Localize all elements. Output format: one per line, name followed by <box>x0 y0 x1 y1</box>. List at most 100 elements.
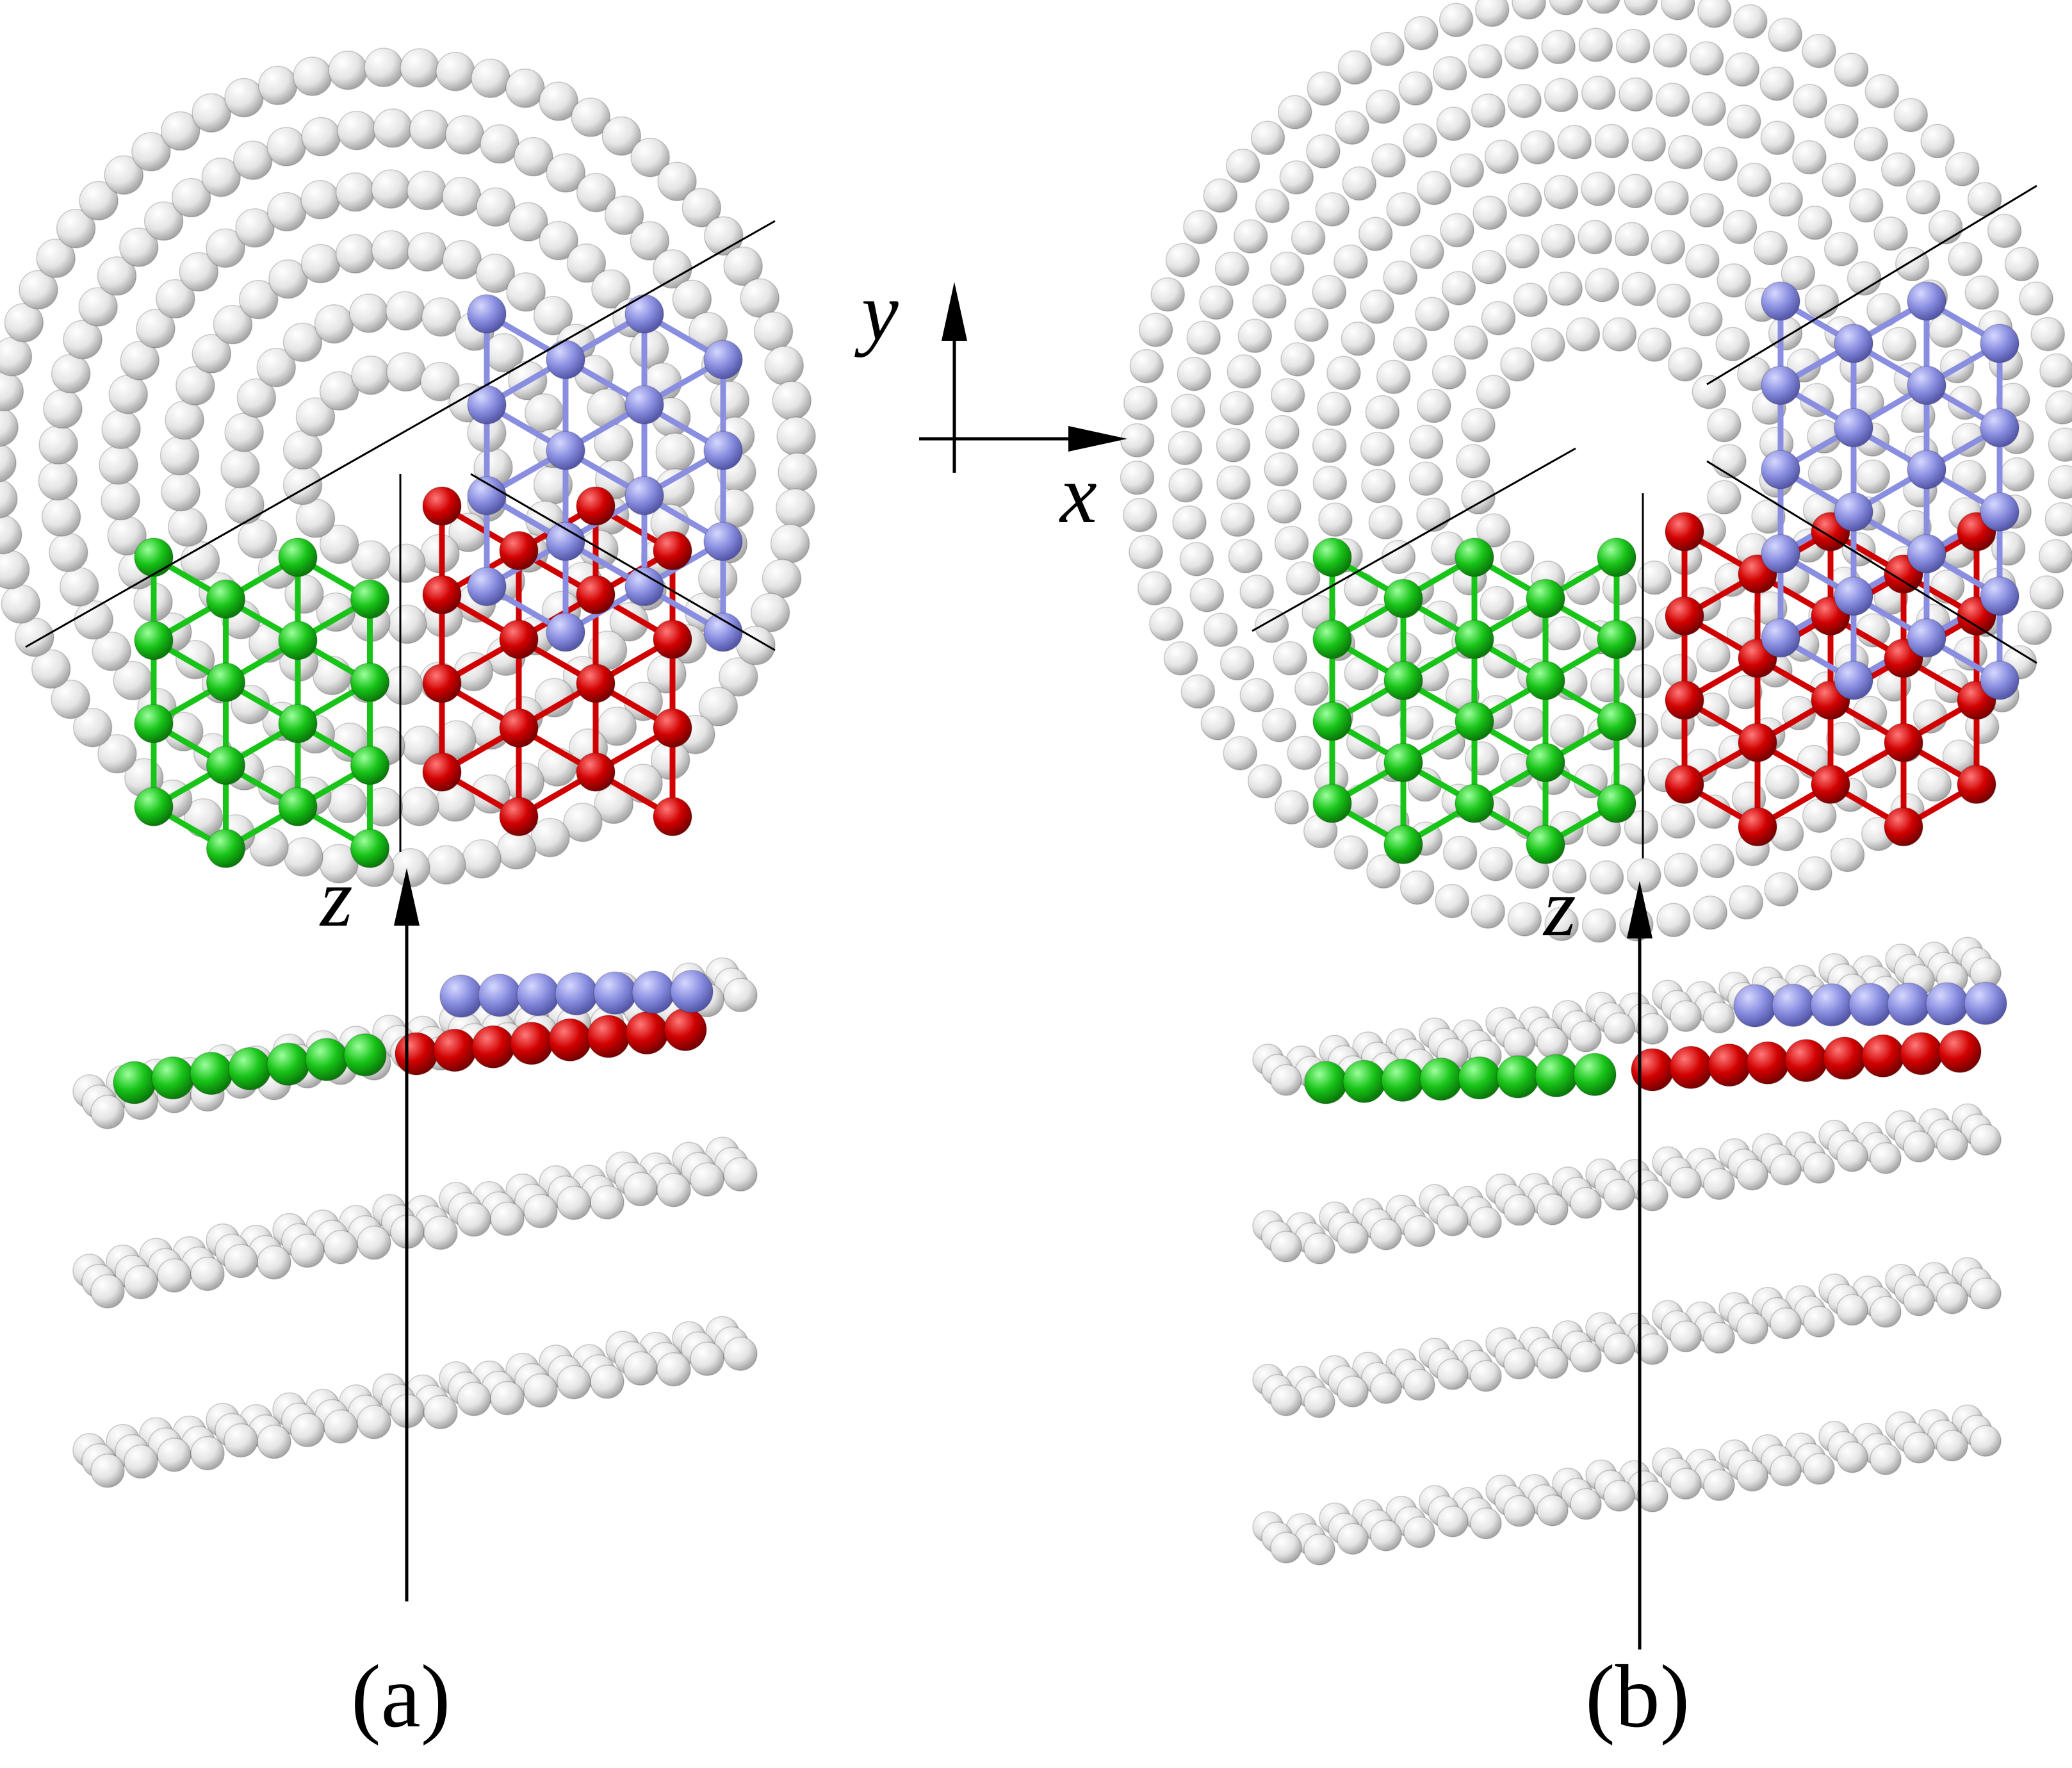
white-atom <box>1581 908 1617 943</box>
white-atom <box>1945 152 1980 186</box>
white-atom <box>1570 1020 1602 1052</box>
white-atom <box>290 1412 325 1448</box>
blue-atom <box>1834 660 1873 700</box>
white-atom <box>776 488 815 528</box>
white-atom <box>1770 1154 1802 1186</box>
white-atom <box>1970 1124 2002 1156</box>
white-atom <box>1854 127 1888 161</box>
green-atom <box>1455 619 1494 659</box>
white-atom <box>1370 31 1405 67</box>
white-atom <box>0 514 22 555</box>
blue-atom <box>1834 492 1873 532</box>
white-atom <box>1661 804 1695 839</box>
red-atom <box>1738 723 1777 762</box>
white-atom <box>314 304 354 344</box>
white-atom <box>1370 1218 1402 1250</box>
panel-label-b: (b) <box>1585 1647 1690 1746</box>
blue-atom <box>1907 450 1946 489</box>
white-atom <box>1168 468 1203 503</box>
white-atom <box>1503 1194 1535 1226</box>
white-atom <box>249 827 289 867</box>
white-atom <box>1615 29 1651 63</box>
white-atom <box>1371 143 1406 178</box>
white-atom <box>1781 256 1816 291</box>
white-atom <box>690 1341 724 1376</box>
white-atom <box>1770 1307 1802 1339</box>
white-atom <box>1765 764 1800 799</box>
white-atom <box>1239 574 1275 609</box>
white-atom <box>301 117 341 157</box>
white-atom <box>1697 0 1732 28</box>
white-atom <box>740 278 779 318</box>
white-atom <box>1836 1140 1868 1172</box>
white-atom <box>630 221 670 261</box>
white-atom <box>657 1172 691 1207</box>
white-atom <box>778 452 817 492</box>
red-atom <box>471 1025 515 1068</box>
white-atom <box>1267 489 1301 524</box>
white-atom <box>284 837 323 877</box>
white-atom <box>772 381 812 421</box>
red-atom <box>1665 764 1704 805</box>
white-atom <box>97 256 137 296</box>
white-atom <box>257 1245 291 1280</box>
white-atom <box>1472 250 1506 284</box>
white-atom <box>1476 513 1511 548</box>
green-atom <box>1381 1058 1424 1102</box>
white-atom <box>90 1453 125 1488</box>
white-atom <box>1287 735 1321 771</box>
white-atom <box>1715 327 1750 361</box>
green-atom <box>1312 537 1352 577</box>
white-atom <box>1637 327 1672 362</box>
white-atom <box>157 1258 192 1293</box>
white-atom <box>609 602 649 642</box>
white-atom <box>604 195 644 235</box>
white-atom <box>629 329 669 369</box>
white-atom <box>690 1162 724 1197</box>
white-atom <box>1214 251 1250 286</box>
green-atom <box>278 703 318 744</box>
white-atom <box>563 802 603 842</box>
white-atom <box>1464 741 1499 776</box>
white-atom <box>1537 1494 1569 1527</box>
white-atom <box>1177 356 1212 391</box>
white-atom <box>623 1351 658 1386</box>
blue-atom <box>1980 660 2019 700</box>
white-atom <box>1227 354 1262 389</box>
white-atom <box>1717 263 1751 298</box>
white-atom <box>1856 459 1891 494</box>
white-atom <box>1442 835 1478 871</box>
white-atom <box>335 172 375 212</box>
white-atom <box>1203 612 1238 648</box>
white-atom <box>1692 92 1726 126</box>
white-atom <box>1403 1369 1435 1401</box>
white-atom <box>509 202 548 241</box>
white-atom <box>1728 675 1763 710</box>
green-atom <box>1419 1057 1463 1101</box>
blue-atom <box>1810 983 1854 1027</box>
blue-atom <box>624 566 664 607</box>
white-atom <box>131 132 171 172</box>
green-atom <box>1535 1054 1578 1097</box>
colored-atoms <box>113 281 2019 1104</box>
red-atom <box>433 1028 477 1072</box>
white-atom <box>1807 456 1843 491</box>
white-atom <box>1804 284 1840 319</box>
blue-atom <box>1980 323 2019 363</box>
green-atom <box>228 1047 272 1091</box>
white-atom <box>1847 261 1882 296</box>
white-atom <box>1360 290 1394 324</box>
red-atom <box>1665 596 1704 636</box>
white-atom <box>601 116 642 156</box>
white-atom <box>1432 56 1467 91</box>
white-atom <box>1685 243 1720 279</box>
white-atom <box>386 543 426 584</box>
green-atom <box>278 537 318 577</box>
white-atom <box>1500 541 1535 575</box>
white-atom <box>1627 858 1661 893</box>
blue-atom <box>1761 281 1800 321</box>
white-atom <box>224 1243 258 1279</box>
white-atom <box>373 108 413 148</box>
white-atom <box>1461 407 1496 443</box>
white-atom <box>1651 230 1686 265</box>
